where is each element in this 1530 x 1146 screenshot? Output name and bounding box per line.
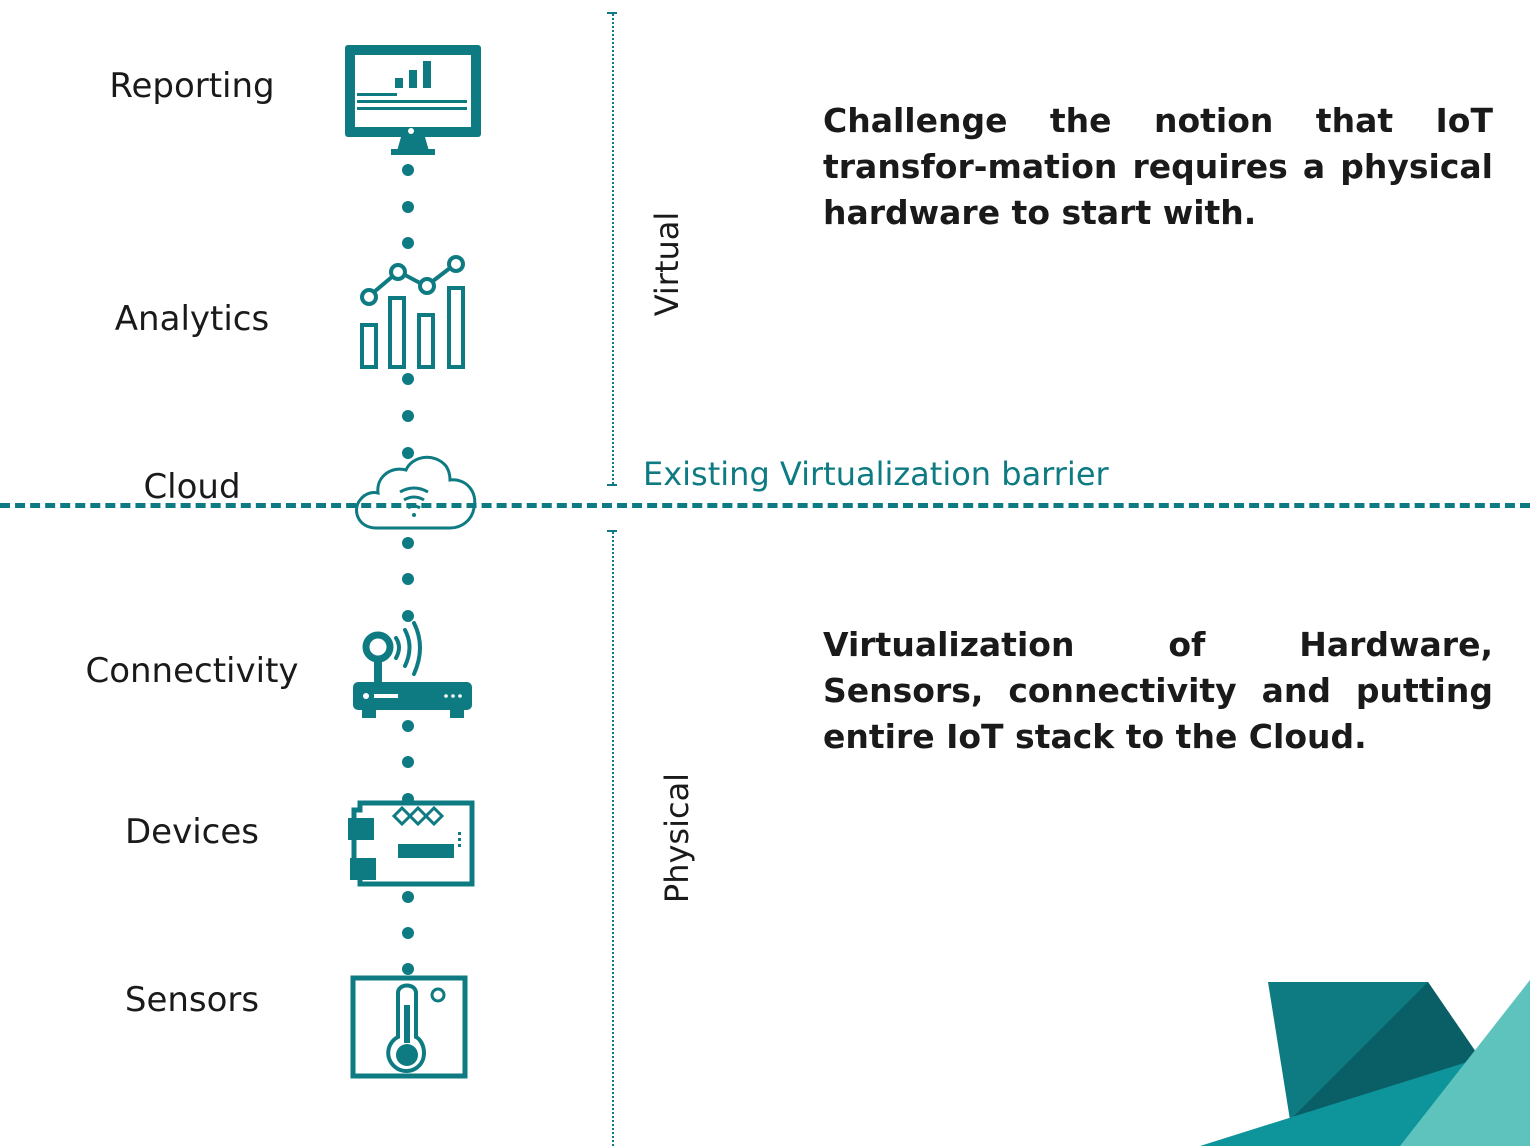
separator-tick-lower (607, 530, 617, 532)
physical-zone-separator (612, 532, 614, 1146)
layer-label-cloud: Cloud (143, 467, 241, 507)
separator-tick-mid (607, 484, 617, 486)
circuit-board-icon (348, 800, 475, 887)
virtualization-barrier-line (0, 503, 1530, 508)
zone-label-virtual: Virtual (648, 211, 686, 317)
separator-tick-top (607, 12, 617, 14)
layer-label-devices: Devices (125, 812, 259, 852)
decorative-corner-graphic (1200, 980, 1530, 1146)
router-icon (353, 621, 472, 718)
layer-label-analytics: Analytics (114, 299, 270, 339)
virtual-description: Challenge the notion that IoT transfor-m… (823, 101, 1493, 232)
cloud-signal-icon (355, 455, 477, 530)
layer-label-reporting: Reporting (109, 66, 275, 106)
layer-label-sensors: Sensors (124, 980, 260, 1020)
physical-description: Virtualization of Hardware, Sensors, con… (823, 625, 1493, 756)
monitor-chart-icon (345, 45, 481, 155)
zone-label-physical: Physical (658, 772, 696, 904)
thermometer-sensor-icon (350, 975, 468, 1079)
virtual-zone-separator (612, 14, 614, 484)
barrier-label: Existing Virtualization barrier (643, 455, 1109, 493)
analytics-chart-icon (360, 255, 465, 369)
layer-label-connectivity: Connectivity (85, 651, 299, 691)
